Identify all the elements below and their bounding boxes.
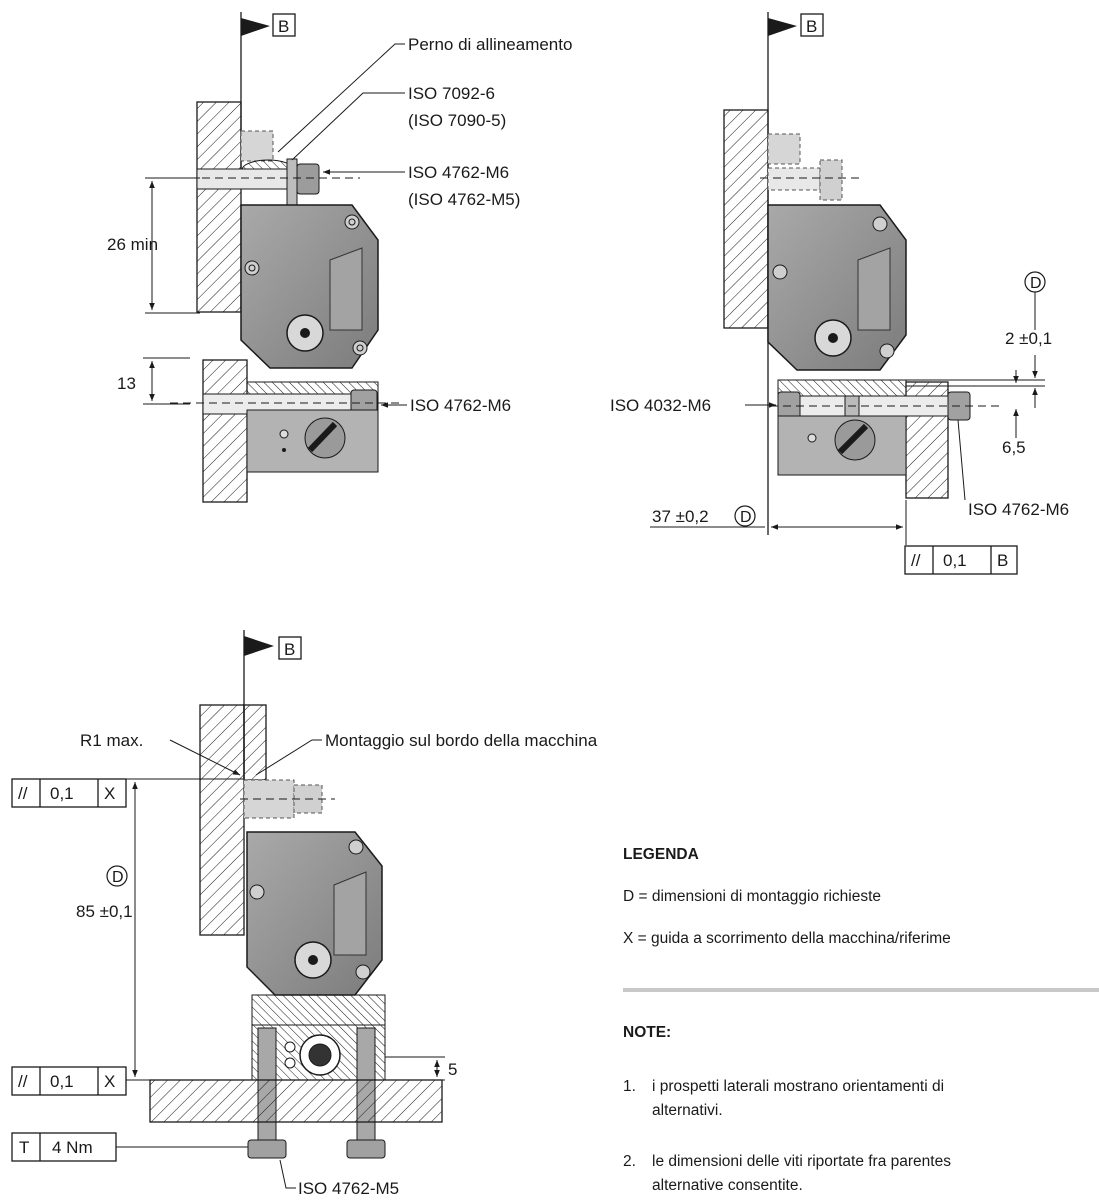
note-1-line1: i prospetti laterali mostrano orientamen…	[652, 1078, 945, 1095]
dim-6-5-label: 6,5	[1002, 438, 1026, 457]
legend-divider	[623, 988, 1099, 992]
dim-37-label: 37 ±0,2	[652, 507, 709, 526]
note-2-line2: alternative consentite.	[652, 1177, 803, 1194]
tol-sym-label-3: //	[18, 1072, 28, 1091]
iso-4762-m5-paren-label: (ISO 4762-M5)	[408, 190, 520, 209]
tol-val-label-3: 0,1	[50, 1072, 74, 1091]
datum-b-label-2: B	[806, 17, 817, 36]
tol-val-label-2: 0,1	[50, 784, 74, 803]
iso-7092-label: ISO 7092-6	[408, 84, 495, 103]
circle-d-label-4: D	[112, 869, 124, 886]
note-1: 1. i prospetti laterali mostrano orienta…	[623, 1078, 944, 1096]
perno-label: Perno di allineamento	[408, 35, 572, 54]
torque-t-label: T	[19, 1138, 29, 1157]
r1-label: R1 max.	[80, 731, 143, 750]
dim-2-label: 2 ±0,1	[1005, 329, 1052, 348]
circle-d-label-2: D	[1030, 275, 1042, 292]
legend-d-line: D = dimensioni di montaggio richieste	[623, 888, 882, 905]
dim-85-label: 85 ±0,1	[76, 902, 133, 921]
view-1: B 26 min	[107, 12, 572, 503]
tol-ref-b-label: B	[997, 551, 1008, 570]
tol-sym-label-1: //	[911, 551, 921, 570]
datum-b-label-3: B	[284, 640, 295, 659]
ref-x-label-1: X	[104, 784, 115, 803]
note-2-num: 2.	[623, 1153, 636, 1170]
montaggio-label: Montaggio sul bordo della macchina	[325, 731, 598, 750]
view-3: B R1 max. Montaggio sul bordo della macc…	[11, 630, 598, 1198]
circle-d-label-3: D	[740, 509, 752, 526]
tol-sym-label-2: //	[18, 784, 28, 803]
iso-4762-m6-label-2: ISO 4762-M6	[410, 396, 511, 415]
note-2-line1: le dimensioni delle viti riportate fra p…	[652, 1153, 951, 1170]
legend-panel: LEGENDA D = dimensioni di montaggio rich…	[623, 846, 1099, 1042]
note-1-num: 1.	[623, 1078, 636, 1095]
torque-val-label: 4 Nm	[52, 1138, 93, 1157]
dim-26-label: 26 min	[107, 235, 158, 254]
view-2: B D 2 ±0,1 6,5	[610, 12, 1069, 575]
legend-title: LEGENDA	[623, 846, 699, 863]
datum-b-label: B	[278, 17, 289, 36]
note-2: 2. le dimensioni delle viti riportate fr…	[623, 1153, 951, 1171]
iso-4762-m6-label-3: ISO 4762-M6	[968, 500, 1069, 519]
iso-7090-label: (ISO 7090-5)	[408, 111, 506, 130]
note-1-line2: alternativi.	[652, 1102, 723, 1119]
tol-val-label-1: 0,1	[943, 551, 967, 570]
iso-4762-m6-label-1: ISO 4762-M6	[408, 163, 509, 182]
ref-x-label-2: X	[104, 1072, 115, 1091]
notes-title: NOTE:	[623, 1024, 672, 1041]
dim-5-label: 5	[448, 1060, 457, 1079]
iso-4032-label: ISO 4032-M6	[610, 396, 711, 415]
iso-4762-m5-label: ISO 4762-M5	[298, 1179, 399, 1198]
legend-x-line: X = guida a scorrimento della macchina/r…	[623, 930, 951, 947]
dim-13-label: 13	[117, 374, 136, 393]
